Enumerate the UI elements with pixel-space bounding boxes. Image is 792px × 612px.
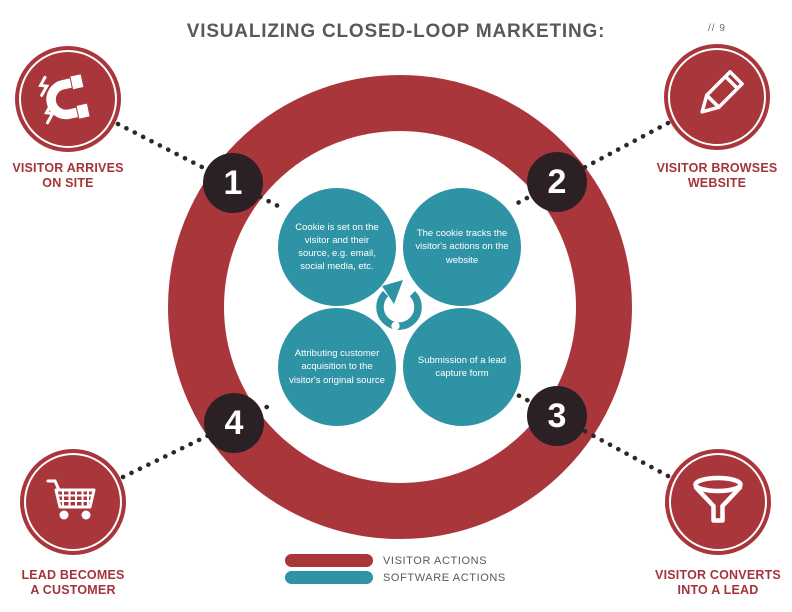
- badge-visitor-browses: [664, 44, 770, 150]
- step-number-4: 4: [204, 393, 264, 453]
- badge-inner-ring: [669, 453, 767, 551]
- step-text: Attributing customer acquisition to the …: [289, 348, 385, 386]
- step-number-text: 4: [224, 403, 244, 442]
- loop-arrow-icon: [376, 280, 422, 330]
- step-number-1: 1: [203, 153, 263, 213]
- badge-inner-ring: [668, 48, 766, 146]
- legend-row-visitor: VISITOR ACTIONS: [285, 554, 506, 567]
- step-number-text: 3: [547, 396, 567, 435]
- label-visitor-converts: VISITOR CONVERTS INTO A LEAD: [655, 568, 781, 597]
- badge-visitor-arrives: [15, 46, 121, 152]
- legend-row-software: SOFTWARE ACTIONS: [285, 571, 506, 584]
- step-circle-attribution: Attributing customer acquisition to the …: [278, 308, 396, 426]
- step-number-text: 2: [547, 162, 567, 201]
- badge-inner-ring: [19, 50, 117, 148]
- label-visitor-arrives: VISITOR ARRIVES ON SITE: [12, 161, 124, 190]
- label-visitor-browses: VISITOR BROWSES WEBSITE: [656, 161, 778, 190]
- legend-swatch-visitor-actions: [285, 554, 373, 567]
- badge-visitor-converts: [665, 449, 771, 555]
- step-circle-form-submission: Submission of a lead capture form: [403, 308, 521, 426]
- step-number-text: 1: [223, 163, 243, 202]
- step-number-2: 2: [527, 152, 587, 212]
- connector-top-right: [509, 120, 671, 209]
- connector-bottom-right: [511, 390, 671, 479]
- legend-label-visitor-actions: VISITOR ACTIONS: [383, 554, 488, 567]
- step-circle-cookie-set: Cookie is set on the visitor and their s…: [278, 188, 396, 306]
- step-circle-cookie-tracks: The cookie tracks the visitor's actions …: [403, 188, 521, 306]
- step-text: The cookie tracks the visitor's actions …: [415, 228, 509, 266]
- step-text: Submission of a lead capture form: [417, 354, 507, 379]
- closed-loop-ring: [168, 75, 632, 539]
- step-number-3: 3: [527, 386, 587, 446]
- legend-swatch-software-actions: [285, 571, 373, 584]
- page-title: VISUALIZING CLOSED-LOOP MARKETING:: [186, 21, 606, 42]
- legend: VISITOR ACTIONS SOFTWARE ACTIONS: [285, 554, 506, 584]
- legend-label-software-actions: SOFTWARE ACTIONS: [383, 571, 506, 584]
- badge-inner-ring: [24, 453, 122, 551]
- step-text: Cookie is set on the visitor and their s…: [295, 221, 379, 273]
- page-number: // 9: [708, 23, 726, 34]
- label-lead-becomes-customer: LEAD BECOMES A CUSTOMER: [21, 568, 125, 597]
- badge-lead-becomes-customer: [20, 449, 126, 555]
